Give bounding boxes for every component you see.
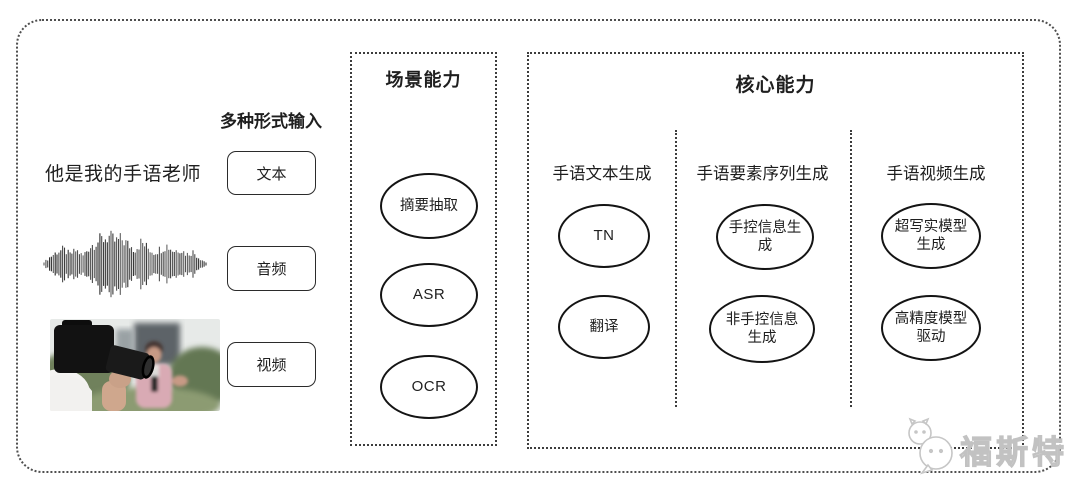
node-hyperrealistic-model-generation: 超写实模型生成 — [881, 203, 981, 269]
node-label: 非手控信息生成 — [725, 311, 799, 346]
node-label: 翻译 — [589, 318, 619, 335]
core-column-element-sequence-generation: 手语要素序列生成 手控信息生成 非手控信息生成 — [675, 54, 850, 447]
node-summary-extraction: 摘要抽取 — [380, 173, 478, 239]
node-tn: TN — [558, 204, 650, 268]
core-box-title: 核心能力 — [735, 75, 816, 96]
column-divider — [675, 130, 677, 407]
input-type-box-video: 视频 — [227, 342, 316, 387]
node-manual-info-generation: 手控信息生成 — [716, 204, 814, 270]
node-high-precision-model-driving: 高精度模型驱动 — [881, 295, 981, 361]
core-column-video-generation: 手语视频生成 超写实模型生成 高精度模型驱动 — [850, 54, 1022, 447]
scene-box-title: 场景能力 — [385, 70, 462, 90]
input-type-label: 文本 — [256, 165, 287, 183]
input-section-label: 多种形式输入 — [220, 112, 322, 131]
node-asr: ASR — [380, 263, 478, 327]
input-type-box-text: 文本 — [227, 151, 316, 195]
watermark-text: 福斯特 — [959, 434, 1068, 470]
node-label: ASR — [412, 285, 446, 303]
outer-dotted-frame — [16, 19, 1061, 473]
column-label: 手语文本生成 — [552, 165, 652, 183]
input-type-label: 视频 — [256, 357, 287, 374]
scene-capability-box: 场景能力 预处理 摘要抽取 ASR OCR — [350, 52, 497, 446]
core-column-text-generation: 手语文本生成 TN 翻译 — [529, 54, 675, 447]
node-label: 超写实模型生成 — [894, 218, 968, 253]
input-type-label: 音频 — [256, 261, 287, 278]
column-label: 手语视频生成 — [886, 165, 986, 183]
column-label: 手语要素序列生成 — [696, 165, 829, 183]
core-capability-box: 核心能力 手语文本生成 TN 翻译 手语要素序列生成 手控信息生成 非手控信息生… — [527, 52, 1024, 449]
node-label: 高精度模型驱动 — [894, 310, 968, 345]
audio-waveform-image — [43, 230, 207, 298]
node-label: TN — [593, 226, 615, 244]
node-label: 摘要抽取 — [400, 197, 458, 214]
watermark-mascot-icon — [908, 417, 953, 475]
input-type-box-audio: 音频 — [227, 246, 316, 291]
node-label: 手控信息生成 — [728, 219, 802, 254]
node-non-manual-info-generation: 非手控信息生成 — [709, 295, 815, 363]
text-input-example: 他是我的手语老师 — [45, 164, 202, 185]
node-label: OCR — [411, 377, 447, 395]
column-divider — [850, 130, 852, 407]
video-sample-image — [50, 319, 220, 411]
node-ocr: OCR — [380, 355, 478, 419]
node-translation: 翻译 — [558, 295, 650, 359]
watermark: 福斯特 — [908, 417, 1068, 475]
